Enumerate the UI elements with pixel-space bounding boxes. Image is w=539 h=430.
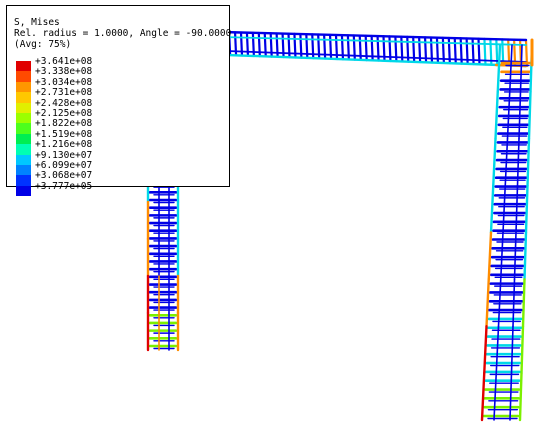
column-bar — [521, 278, 526, 328]
legend-tick-label: +3.777e+05 — [35, 180, 93, 192]
column-bar — [489, 184, 495, 234]
column-bar — [518, 91, 522, 140]
column-bar — [520, 325, 525, 375]
legend-swatch — [16, 164, 31, 176]
legend-swatch — [16, 185, 31, 197]
column-bar — [515, 184, 519, 234]
column-bar — [480, 371, 486, 422]
legend-swatch — [16, 61, 31, 72]
legend-swatch — [16, 123, 31, 134]
legend-tick-label: +6.099e+07 — [35, 160, 93, 171]
column-bar — [527, 90, 532, 140]
legend-swatch — [16, 92, 31, 103]
column-bar — [502, 184, 507, 234]
legend-tick-label: +1.216e+08 — [35, 139, 93, 151]
column-bar — [487, 231, 493, 281]
column-bar — [509, 372, 513, 421]
column-bar — [495, 325, 500, 374]
legend-tick-label: +3.034e+08 — [35, 76, 93, 88]
legend-swatch — [16, 102, 31, 113]
column-bar — [504, 137, 509, 187]
legend-tick-label: +9.130e+07 — [35, 149, 93, 161]
column-bar — [499, 231, 504, 281]
legend-swatch — [16, 175, 31, 186]
column-bar — [513, 231, 517, 281]
column-bar — [518, 371, 523, 422]
legend-tick-label: +1.822e+08 — [35, 118, 93, 130]
column-bar — [506, 91, 511, 140]
legend-tick-label: +2.125e+08 — [35, 108, 93, 119]
legend-tick-label: +1.519e+08 — [35, 128, 93, 140]
column-bar — [519, 44, 523, 93]
legend-tick-label: +3.068e+07 — [35, 170, 93, 182]
legend-tick-label: +3.338e+08 — [35, 66, 93, 78]
legend-swatch — [16, 154, 31, 165]
column-bar — [485, 278, 490, 328]
column-bar — [523, 231, 528, 281]
column-bar — [526, 137, 531, 187]
legend-swatch — [16, 71, 31, 82]
legend-swatch — [16, 112, 31, 124]
legend-subtitle: Rel. radius = 1.0000, Angle = -90.0000 — [14, 28, 232, 39]
column-bar — [497, 278, 502, 328]
legend-tick-label: +2.428e+08 — [35, 97, 93, 109]
column-bar — [512, 278, 516, 328]
column-bar — [492, 137, 497, 187]
column-bar — [493, 372, 498, 421]
column-bar — [494, 90, 499, 140]
legend-swatch — [16, 133, 31, 145]
column-bar — [524, 184, 529, 234]
legend-tick-label: +3.641e+08 — [35, 56, 93, 67]
column-bar — [483, 325, 488, 375]
legend-swatch — [16, 144, 31, 155]
legend-averaging: (Avg: 75%) — [14, 39, 72, 50]
column-bar — [496, 43, 502, 94]
column-bar — [508, 44, 513, 93]
legend-title: S, Mises — [14, 17, 60, 28]
contour-legend: S, Mises Rel. radius = 1.0000, Angle = -… — [6, 5, 232, 197]
legend-swatch — [16, 81, 31, 93]
column-bar — [516, 137, 520, 187]
column-bar — [510, 325, 514, 374]
legend-tick-label: +2.731e+08 — [35, 87, 93, 99]
